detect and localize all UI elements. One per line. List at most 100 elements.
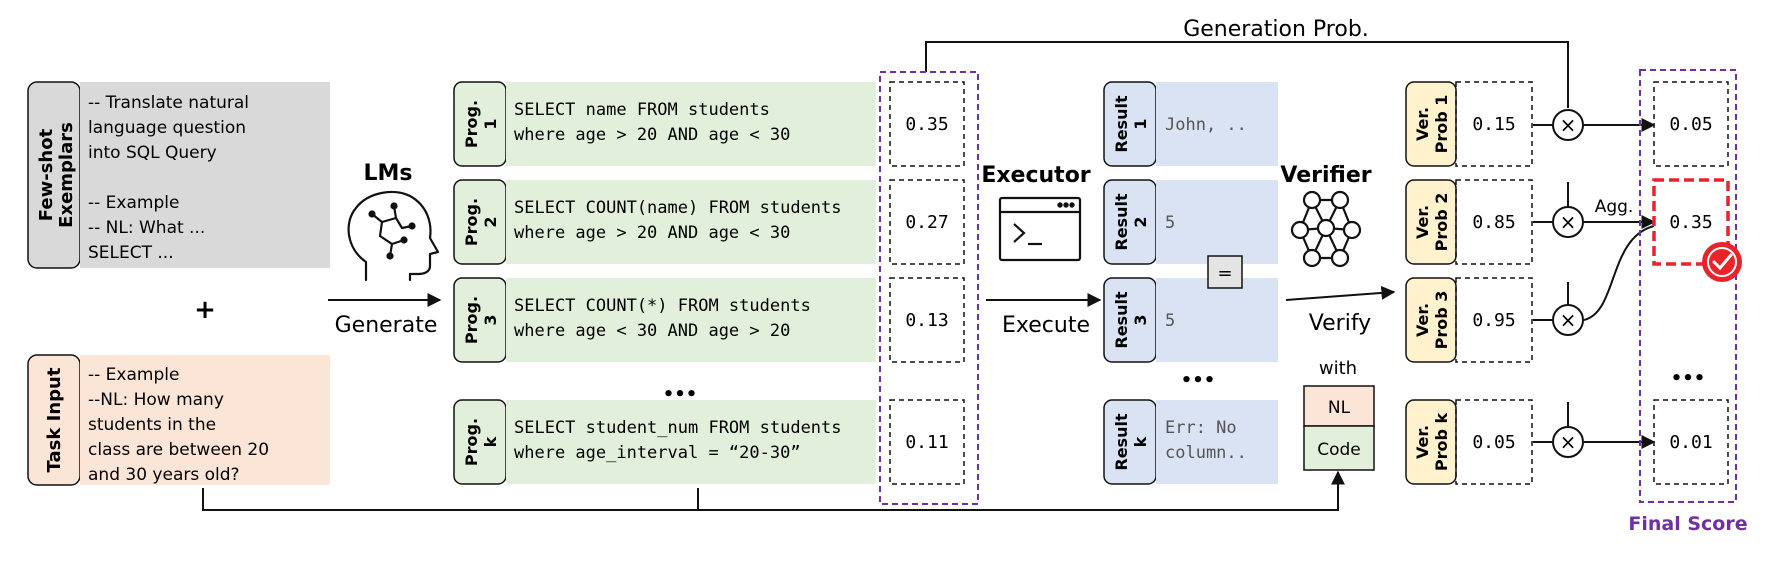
lms-title: LMs xyxy=(363,161,412,186)
multiply-node: × xyxy=(1552,304,1584,336)
equals-badge: = xyxy=(1207,255,1243,289)
result-row: Result2 5 xyxy=(1103,179,1278,265)
result-row: Result3 5 xyxy=(1103,277,1278,363)
final-score-list: 0.05 0.35 0.01 xyxy=(1652,81,1730,485)
task-feedback-line xyxy=(202,470,1345,511)
exemplar-line: -- Translate natural xyxy=(88,93,249,113)
neural-network-icon xyxy=(1290,190,1362,268)
program-code-line: SELECT COUNT(name) FROM students xyxy=(514,198,842,218)
check-badge-icon xyxy=(1702,242,1742,282)
result-value: 5 xyxy=(1165,213,1175,233)
exemplar-line: -- Example xyxy=(88,193,179,213)
result-value: John, .. xyxy=(1165,115,1247,135)
generation-prob-value: 0.35 xyxy=(905,114,948,135)
task-line: -- Example xyxy=(88,365,179,385)
verifier-prob-tab-label: Ver.Prob 1 xyxy=(1413,95,1451,154)
task-input-tab-label: Task Input xyxy=(44,367,65,472)
verifier-title: Verifier xyxy=(1280,163,1371,188)
task-line: class are between 20 xyxy=(88,440,269,460)
final-score-value: 0.01 xyxy=(1669,432,1712,453)
result-tab-label: Result3 xyxy=(1112,291,1150,349)
program-code-line: SELECT name FROM students xyxy=(514,100,770,120)
generate-label: Generate xyxy=(335,313,438,338)
verify-with-label: with xyxy=(1319,358,1357,379)
generation-prob-value: 0.27 xyxy=(905,212,948,233)
generation-prob-value: 0.13 xyxy=(905,310,948,331)
code-input-label: Code xyxy=(1317,440,1361,460)
executor-title: Executor xyxy=(981,163,1090,188)
result-tab-label: Result1 xyxy=(1112,95,1150,153)
result-tab-label: Resultk xyxy=(1112,413,1150,471)
generation-prob-line xyxy=(925,41,1569,108)
verifier-prob-row: Ver.Prob 2 0.85 xyxy=(1405,179,1533,265)
execute-label: Execute xyxy=(1002,313,1090,338)
exemplar-line: language question xyxy=(88,118,246,138)
verify-arrow xyxy=(1285,285,1396,301)
svg-text:×: × xyxy=(1560,430,1577,454)
task-line: --NL: How many xyxy=(88,390,224,410)
task-line: and 30 years old? xyxy=(88,465,240,485)
verifier-prob-tab-label: Ver.Prob 2 xyxy=(1413,193,1451,252)
programs-ellipsis: ••• xyxy=(663,384,698,405)
exemplar-line: -- NL: What ... xyxy=(88,218,205,238)
svg-text:×: × xyxy=(1560,113,1577,137)
svg-text:=: = xyxy=(1217,263,1232,284)
final-score-group xyxy=(1639,69,1737,503)
verifier-prob-row: Ver.Prob 1 0.15 xyxy=(1405,81,1533,167)
plus-sign: + xyxy=(194,295,216,325)
result-value: 5 xyxy=(1165,311,1175,331)
result-tab-label: Result2 xyxy=(1112,193,1150,251)
final-score-row: 0.05 xyxy=(1653,81,1729,167)
verifier-prob-value: 0.95 xyxy=(1472,310,1515,331)
result-value: Err: No xyxy=(1165,418,1237,438)
result-value: column.. xyxy=(1165,443,1247,463)
brain-head-icon xyxy=(347,190,440,282)
program-code-line: where age < 30 AND age > 20 xyxy=(514,321,790,341)
task-input: Task Input -- Example--NL: How manystude… xyxy=(27,354,330,486)
exemplar-line: SELECT ... xyxy=(88,243,174,263)
verifier-prob-tab-label: Ver.Prob 3 xyxy=(1413,291,1451,350)
few-shot-exemplars: Few-shotExemplars -- Translate natural la… xyxy=(27,81,330,269)
generation-prob-group xyxy=(879,71,979,505)
final-ellipsis: ••• xyxy=(1671,368,1706,389)
exemplars-tab-label: Few-shotExemplars xyxy=(36,122,77,228)
program-code-line: where age_interval = “20-30” xyxy=(514,443,801,463)
verifier-prob-row: Ver.Prob k 0.05 xyxy=(1405,399,1533,485)
result-row: Resultk Err: No column.. xyxy=(1103,399,1278,485)
program-tab-label: Prog.2 xyxy=(462,198,500,246)
multiply-node: × xyxy=(1552,109,1584,141)
verifier-prob-value: 0.15 xyxy=(1472,114,1515,135)
program-code-line: where age > 20 AND age < 30 xyxy=(514,125,790,145)
final-score-value: 0.05 xyxy=(1669,114,1712,135)
program-tab-label: Prog.k xyxy=(462,418,500,466)
final-score-row: 0.01 xyxy=(1653,399,1729,485)
verifier-prob-tab-label: Ver.Prob k xyxy=(1413,413,1451,472)
program-code-line: SELECT student_num FROM students xyxy=(514,418,842,438)
program-row: Prog.k SELECT student_num FROM students w… xyxy=(453,399,965,485)
verify-label: Verify xyxy=(1309,311,1371,336)
multiply-nodes: × × × × xyxy=(1552,109,1584,458)
result-row: Result1 John, .. xyxy=(1103,81,1278,167)
verifier-prob-value: 0.85 xyxy=(1472,212,1515,233)
generation-prob-value: 0.11 xyxy=(905,432,948,453)
multiply-node: × xyxy=(1552,426,1584,458)
exemplar-line: into SQL Query xyxy=(88,143,217,163)
program-code-line: SELECT COUNT(*) FROM students xyxy=(514,296,811,316)
program-tab-label: Prog.3 xyxy=(462,296,500,344)
final-score-value: 0.35 xyxy=(1669,212,1712,233)
final-score-label: Final Score xyxy=(1628,513,1747,535)
results-ellipsis: ••• xyxy=(1181,370,1216,391)
svg-text:×: × xyxy=(1560,308,1577,332)
verifier-prob-row: Ver.Prob 3 0.95 xyxy=(1405,277,1533,363)
program-row: Prog.3 SELECT COUNT(*) FROM students where… xyxy=(453,277,965,363)
svg-text:×: × xyxy=(1560,210,1577,234)
agg-label: Agg. xyxy=(1595,197,1634,217)
generation-prob-label: Generation Prob. xyxy=(1183,17,1369,42)
verifier-prob-value: 0.05 xyxy=(1472,432,1515,453)
